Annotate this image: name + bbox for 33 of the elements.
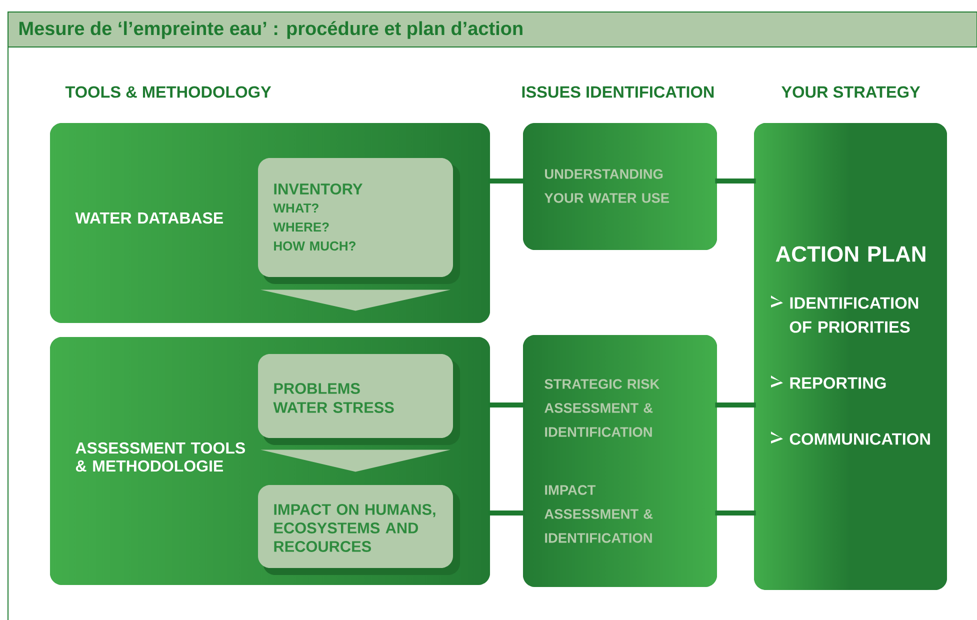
box-text: UNDERSTANDING YOUR WATER USE: [544, 169, 669, 203]
box-title: INVENTORY: [274, 184, 363, 194]
box-title: WATER DATABASE: [75, 212, 223, 224]
connector-line: [715, 402, 756, 408]
list-item: COMMUNICATION: [790, 433, 930, 445]
box-text: STRATEGIC RISK ASSESSMENT & IDENTIFICATION: [544, 379, 660, 437]
title-bar: Mesure de ‘l’empreinte eau’ : procédure et plan d’action: [8, 12, 977, 48]
box-title: ASSESSMENT TOOLS & METHODOLOGIE: [76, 442, 245, 472]
list-item: REPORTING: [790, 377, 886, 389]
box-text: IMPACT ASSESSMENT & IDENTIFICATION: [544, 485, 653, 543]
box-text: WHERE?: [273, 222, 329, 232]
box-text: IMPACT ON HUMANS, ECOSYSTEMS AND RECOURCES: [274, 504, 436, 552]
step-box: [258, 485, 460, 575]
column-heading: YOUR STRATEGY: [781, 86, 920, 98]
box-text: PROBLEMS WATER STRESS: [273, 383, 394, 413]
connector-line: [488, 402, 525, 408]
step-box: [258, 354, 460, 445]
connector-line: [715, 510, 756, 516]
down-chevron: [260, 289, 450, 311]
connector-line: [488, 510, 525, 516]
box-text: WHAT?: [273, 203, 318, 213]
box-text: HOW MUCH?: [274, 241, 356, 251]
issue-box: [523, 123, 717, 250]
box-title: ACTION PLAN: [776, 246, 926, 262]
list-item: IDENTIFICATION OF PRIORITIES: [790, 297, 918, 333]
issue-box: [523, 335, 717, 587]
connector-line: [715, 178, 756, 184]
connector-line: [488, 178, 525, 184]
column-heading: TOOLS & METHODOLOGY: [65, 86, 272, 98]
down-chevron: [260, 450, 450, 472]
action-plan-panel: [754, 123, 947, 590]
step-box: [258, 158, 460, 284]
column-heading: ISSUES IDENTIFICATION: [522, 86, 714, 98]
